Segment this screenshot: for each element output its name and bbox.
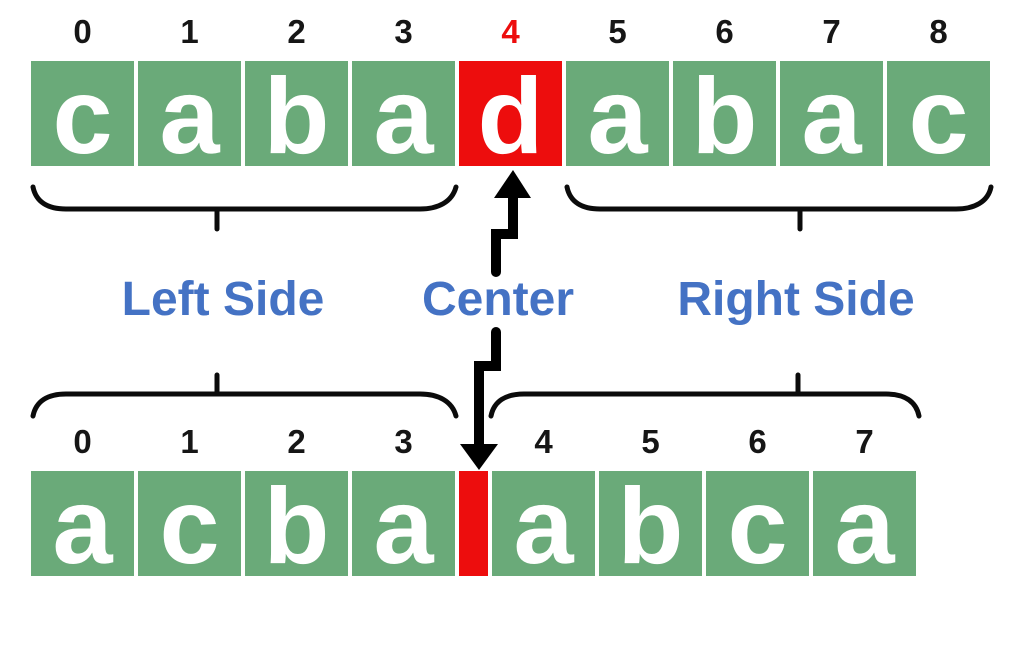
array-cell: c [887,61,990,169]
index-label: 0 [73,423,92,460]
bottom-array-slot-6: 6 c [706,423,809,579]
center-label: Center [421,273,575,326]
array-cell: a [31,471,134,579]
index-label: 2 [287,423,306,460]
bottom-left-brace [30,372,459,419]
index-label: 3 [394,423,413,460]
top-array-slot-3: 3 a [352,13,455,169]
index-label: 1 [180,423,199,460]
bottom-array-slot-3: 3 a [352,423,455,579]
array-cell: b [599,471,702,579]
array-cell: a [780,61,883,169]
bottom-right-brace [488,372,922,419]
top-array-slot-8: 8 c [887,13,990,169]
left-side-label: Left Side [121,273,325,326]
index-label: 6 [715,13,734,50]
bottom-array: 0 a 1 c 2 b 3 a 4 a 5 b 6 c [31,423,916,579]
bottom-array-slot-1: 1 c [138,423,241,579]
index-label: 2 [287,13,306,50]
bottom-array-slot-4: 4 a [492,423,595,579]
bottom-array-slot-2: 2 b [245,423,348,579]
top-array-slot-5: 5 a [566,13,669,169]
removed-center-marker [459,471,488,576]
index-label: 0 [73,13,92,50]
index-label: 5 [641,423,660,460]
top-array-slot-1: 1 a [138,13,241,169]
top-array: 0 c 1 a 2 b 3 a 4 d 5 a 6 b 7 a [31,13,990,169]
array-cell: a [813,471,916,579]
top-array-slot-7: 7 a [780,13,883,169]
array-cell: a [492,471,595,579]
top-array-slot-6: 6 b [673,13,776,169]
array-cell: a [352,471,455,579]
bottom-array-slot-0: 0 a [31,423,134,579]
index-label: 6 [748,423,767,460]
index-label: 7 [822,13,841,50]
top-left-brace [30,184,459,232]
array-cell: c [31,61,134,169]
array-cell: b [245,61,348,169]
index-label: 7 [855,423,874,460]
bottom-array-slot-7: 7 a [813,423,916,579]
bottom-array-removed-center-slot [459,425,488,576]
array-cell: c [706,471,809,579]
top-array-slot-2: 2 b [245,13,348,169]
index-label: 3 [394,13,413,50]
top-array-slot-4-center: 4 d [459,13,562,169]
array-cell: b [245,471,348,579]
index-label: 1 [180,13,199,50]
bottom-array-slot-5: 5 b [599,423,702,579]
array-cell: b [673,61,776,169]
top-right-brace [564,184,994,232]
index-label: 8 [929,13,948,50]
index-label-highlighted: 4 [501,13,520,50]
array-cell: a [352,61,455,169]
index-label: 5 [608,13,627,50]
top-array-slot-0: 0 c [31,13,134,169]
array-cell: c [138,471,241,579]
array-cell-highlighted: d [459,61,562,169]
array-cell: a [138,61,241,169]
index-label: 4 [534,423,553,460]
right-side-label: Right Side [677,273,915,326]
array-cell: a [566,61,669,169]
